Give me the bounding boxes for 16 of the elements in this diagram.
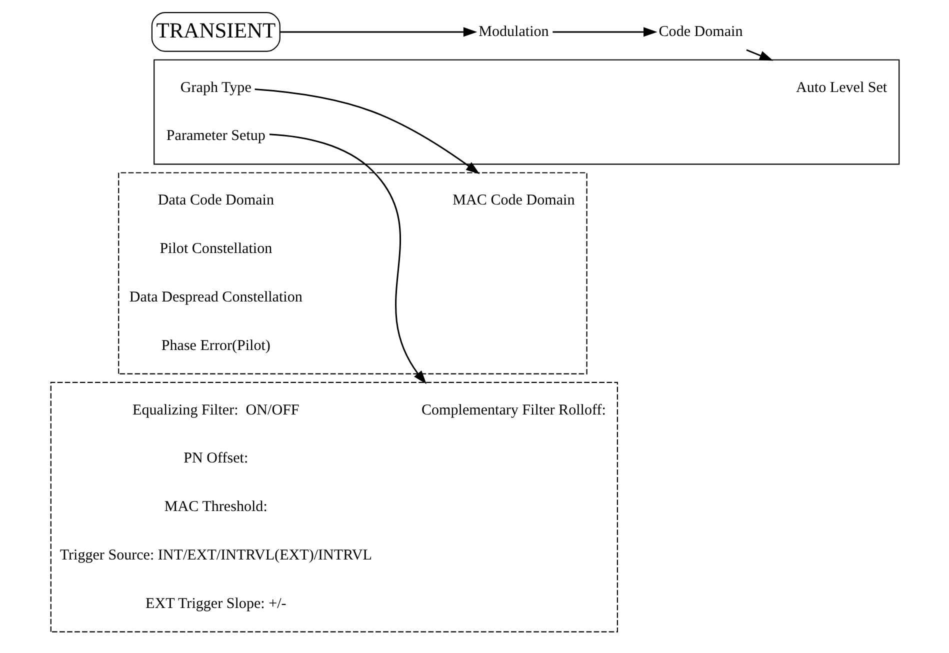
node-text: MAC Code Domain <box>452 192 574 209</box>
node-text: EXT Trigger Slope: +/- <box>145 596 286 612</box>
node-text: Graph Type <box>180 80 251 96</box>
node-text: Auto Level Set <box>796 80 887 96</box>
node-text: Parameter Setup <box>166 128 265 144</box>
node-text: Trigger Source: INT/EXT/INTRVL(EXT)/INTRVL <box>59 547 372 564</box>
node-text: PN Offset: <box>183 450 248 467</box>
node-text: Complementary Filter Rolloff: <box>420 402 606 418</box>
node-text: Code Domain <box>658 24 742 40</box>
node-text: Phase Error(Pilot) <box>160 338 270 354</box>
node-text: MAC Threshold: <box>164 499 267 516</box>
node-text: Equalizing Filter: ON/OFF <box>132 402 299 418</box>
node-text: Modulation <box>478 24 548 40</box>
node-text: Pilot Constellation <box>159 241 272 258</box>
node-text: Data Despread Constellation <box>128 289 302 306</box>
node-text: Data Code Domain <box>157 192 274 209</box>
